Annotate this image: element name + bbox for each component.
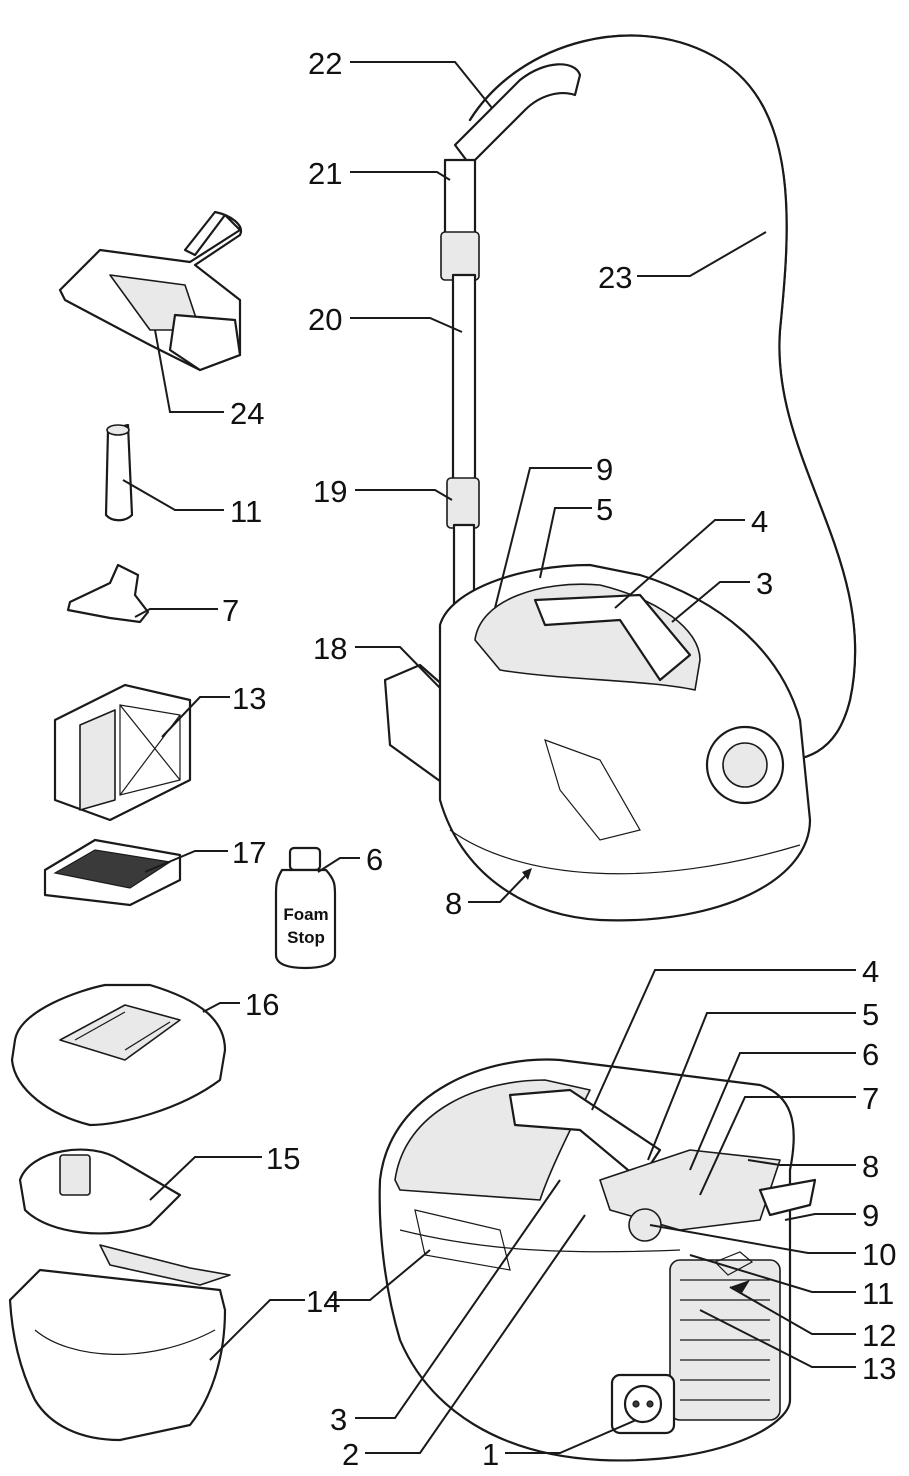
label-3: 3 [756,566,773,601]
water-container [8,1148,231,1442]
label-b13: 13 [862,1351,896,1386]
label-6: 6 [366,842,383,877]
label-b1: 1 [482,1437,499,1472]
label-b2: 2 [342,1437,359,1472]
label-b5: 5 [862,997,879,1032]
floor-nozzle [58,210,243,372]
bottle-label-stop: Stop [287,928,325,947]
vacuum-assembled [383,34,857,922]
power-socket [623,1384,663,1424]
label-9: 9 [596,452,613,487]
tube-button [446,477,480,529]
label-b10: 10 [862,1237,896,1272]
labels-bottom: 4 5 6 7 8 9 10 11 12 13 3 2 1 [330,954,896,1472]
upholstery-nozzle [66,563,150,624]
hepa-filter [53,683,192,822]
label-b8: 8 [862,1149,879,1184]
label-b12: 12 [862,1318,896,1353]
label-11: 11 [230,494,262,529]
label-19: 19 [313,474,347,509]
label-23: 23 [598,260,632,295]
label-b7: 7 [862,1081,879,1116]
label-22: 22 [308,46,342,81]
label-7: 7 [222,593,239,628]
label-b6: 6 [862,1037,879,1072]
crevice-nozzle [104,423,134,522]
label-b4: 4 [862,954,879,989]
arrow-12-bottom [730,1280,750,1293]
label-b9: 9 [862,1198,879,1233]
foam-stop-bottle: Foam Stop [274,846,337,970]
flat-filter [43,838,182,907]
label-15: 15 [266,1141,300,1176]
label-b3: 3 [330,1402,347,1437]
label-4: 4 [751,504,768,539]
filter-cover [10,983,227,1127]
vacuum-open [378,1058,817,1462]
label-21: 21 [308,156,342,191]
bottle-label-foam: Foam [283,905,328,924]
hose-handle [453,63,582,167]
arrow-8-top [522,868,532,880]
label-13: 13 [232,681,266,716]
label-20: 20 [308,302,342,337]
carry-handle [533,593,692,682]
label-8: 8 [445,886,462,921]
label-24: 24 [230,396,264,431]
telescopic-tube [443,158,477,242]
label-14: 14 [306,1284,340,1319]
label-17: 17 [232,835,266,870]
labels-top: 22 21 20 23 24 11 19 9 5 4 3 7 18 13 17 … [222,46,773,1319]
label-b11: 11 [862,1276,894,1311]
label-5: 5 [596,492,613,527]
label-18: 18 [313,631,347,666]
leader-lines [122,61,856,1454]
label-16: 16 [245,987,279,1022]
